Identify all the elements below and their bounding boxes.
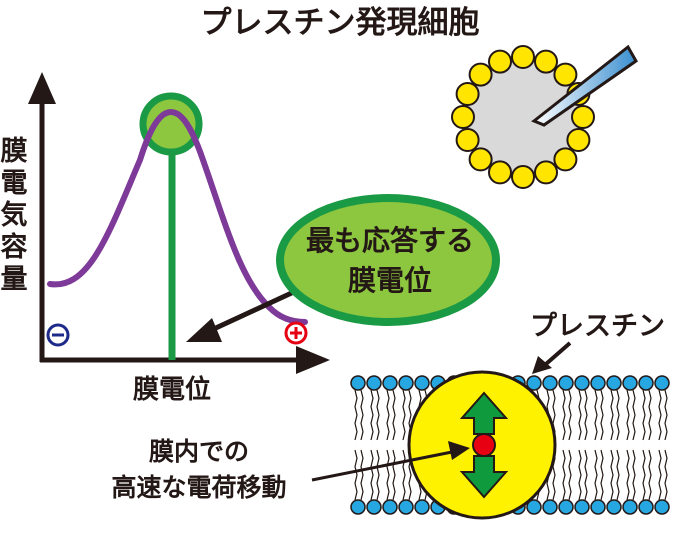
peak-marker bbox=[139, 92, 203, 156]
lipid-tail bbox=[354, 449, 364, 501]
callout-pointer-line bbox=[203, 287, 300, 336]
lipid-tail bbox=[562, 449, 572, 501]
cell-surface-bead bbox=[468, 62, 493, 87]
lipid-head bbox=[398, 499, 414, 515]
callout-bubble: 最も応答する 膜電位 bbox=[186, 194, 500, 342]
x-axis-label: 膜電位 bbox=[133, 374, 211, 405]
y-axis-label-char-1: 膜 bbox=[1, 136, 28, 167]
lipid-head bbox=[414, 499, 430, 515]
lipid-head bbox=[622, 375, 638, 391]
lipid-tail bbox=[658, 389, 668, 441]
lipid-tail bbox=[626, 389, 636, 441]
lipid-head bbox=[654, 375, 670, 391]
pipette-icon bbox=[531, 44, 638, 127]
lipid-tail bbox=[386, 449, 396, 501]
annotation-pointer-line bbox=[311, 450, 453, 482]
lipid-tail bbox=[658, 449, 668, 501]
cell-surface-bead bbox=[488, 49, 512, 74]
cell-surface-bead bbox=[511, 45, 535, 69]
prestin-pointer-arrowhead bbox=[532, 356, 552, 374]
cell-surface-bead bbox=[534, 49, 558, 74]
lipid-tail bbox=[562, 389, 572, 441]
annotation-pointer-arrowhead bbox=[448, 441, 470, 460]
prestin-pointer-line bbox=[544, 341, 572, 366]
callout-text-line-1: 最も応答する bbox=[306, 224, 474, 257]
lipid-head bbox=[398, 375, 414, 391]
x-axis-arrowhead bbox=[296, 346, 330, 374]
y-axis-label-char-5: 量 bbox=[1, 264, 28, 295]
lipid-tail bbox=[594, 449, 604, 501]
lipid-head bbox=[606, 499, 622, 515]
lipid-tail bbox=[578, 449, 588, 501]
lipid-head bbox=[638, 499, 654, 515]
lipid-head bbox=[558, 375, 574, 391]
y-axis-label-char-4: 容 bbox=[1, 231, 28, 263]
lipid-membrane bbox=[350, 370, 670, 520]
cell-surface-bead bbox=[488, 160, 512, 185]
callout-pointer-arrowhead bbox=[186, 318, 222, 342]
lipid-tail bbox=[370, 389, 380, 441]
y-axis-arrowhead bbox=[28, 72, 56, 104]
cell-surface-bead bbox=[468, 147, 493, 172]
lipid-head bbox=[382, 499, 398, 515]
lipid-head bbox=[526, 499, 542, 515]
lipid-head bbox=[654, 499, 670, 515]
prestin-expressing-cell bbox=[451, 44, 638, 189]
lipid-tail bbox=[610, 389, 620, 441]
lipid-tail bbox=[642, 449, 652, 501]
lipid-tail bbox=[642, 389, 652, 441]
cell-surface-bead bbox=[455, 82, 480, 106]
cell-surface-bead bbox=[511, 165, 535, 189]
charge-particle bbox=[472, 433, 496, 457]
lipid-head bbox=[350, 375, 366, 391]
lipid-tail bbox=[610, 449, 620, 501]
lipid-head bbox=[574, 375, 590, 391]
lipid-head bbox=[622, 499, 638, 515]
lipid-tail bbox=[626, 449, 636, 501]
membrane-annotation-line-1: 膜内での bbox=[149, 437, 249, 466]
cell-surface-bead bbox=[451, 105, 475, 129]
capacitance-curve bbox=[47, 108, 308, 325]
lipid-head bbox=[366, 499, 382, 515]
lipid-head bbox=[414, 375, 430, 391]
callout-text-line-2: 膜電位 bbox=[348, 264, 432, 297]
positive-symbol bbox=[284, 321, 308, 345]
prestin-label: プレスチン bbox=[530, 311, 665, 342]
lipid-tail bbox=[578, 389, 588, 441]
lipid-head bbox=[542, 499, 558, 515]
capacitance-graph: 膜 電 気 容 量 膜電位 bbox=[1, 72, 330, 405]
cell-surface-beads bbox=[451, 45, 595, 189]
lipid-head bbox=[542, 375, 558, 391]
lipid-tail bbox=[354, 389, 364, 441]
cell-surface-bead bbox=[534, 160, 558, 185]
lipid-head bbox=[606, 375, 622, 391]
cell-surface-bead bbox=[566, 128, 591, 152]
cell-surface-bead bbox=[553, 62, 578, 87]
lipid-head bbox=[590, 375, 606, 391]
lipid-head bbox=[526, 375, 542, 391]
lipid-tail bbox=[386, 389, 396, 441]
membrane-annotation-line-2: 高速な電荷移動 bbox=[111, 473, 286, 502]
lipid-head bbox=[558, 499, 574, 515]
cell-surface-bead bbox=[553, 147, 578, 172]
cell-surface-bead bbox=[455, 128, 480, 152]
negative-symbol bbox=[46, 323, 70, 347]
lipid-head bbox=[350, 499, 366, 515]
lipid-head bbox=[574, 499, 590, 515]
lipid-tail bbox=[370, 449, 380, 501]
cell-surface-bead bbox=[571, 105, 595, 129]
lipid-tail bbox=[594, 389, 604, 441]
lipid-head bbox=[638, 375, 654, 391]
lipid-head bbox=[382, 375, 398, 391]
diagram-title: プレスチン発現細胞 bbox=[201, 5, 480, 41]
y-axis-label-char-3: 気 bbox=[1, 199, 28, 231]
callout-ellipse bbox=[276, 194, 500, 326]
y-axis-label-char-2: 電 bbox=[1, 168, 28, 199]
lipid-head bbox=[590, 499, 606, 515]
lipid-head bbox=[366, 375, 382, 391]
